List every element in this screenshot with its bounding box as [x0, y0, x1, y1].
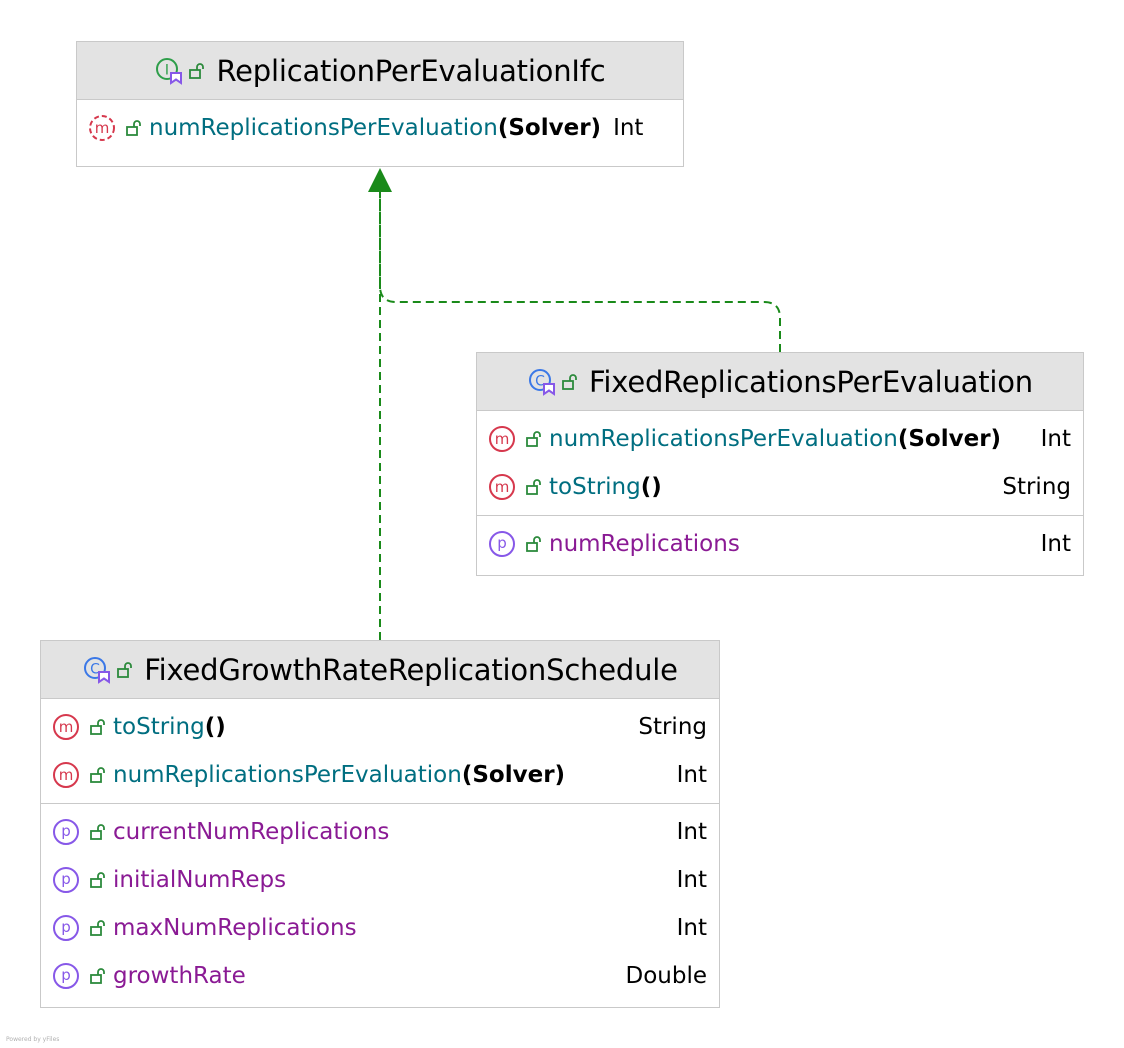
method-name: numReplicationsPerEvaluation: [149, 115, 498, 141]
methods-section: m toString () String m numReplicationsPe…: [41, 699, 719, 803]
class-title: FixedGrowthRateReplicationSchedule: [144, 652, 678, 687]
class-fixed-growth-rate-replication-schedule[interactable]: C FixedGrowthRateReplicationSchedule m t…: [40, 640, 720, 1008]
method-icon: m: [489, 426, 515, 452]
svg-text:m: m: [59, 718, 74, 736]
public-lock-icon: [526, 479, 541, 495]
member-row[interactable]: m numReplicationsPerEvaluation (Solver) …: [77, 104, 683, 152]
member-row[interactable]: p initialNumReps Int: [41, 856, 719, 904]
property-icon: p: [53, 963, 79, 989]
method-params: (Solver): [497, 115, 602, 141]
class-header: I ReplicationPerEvaluationIfc: [77, 42, 683, 100]
method-name: numReplicationsPerEvaluation: [113, 762, 462, 788]
abstract-method-icon: m: [89, 115, 115, 141]
public-lock-icon: [90, 872, 105, 888]
property-type: Int: [676, 867, 707, 893]
property-type: Int: [676, 819, 707, 845]
property-icon: p: [53, 867, 79, 893]
public-lock-icon: [526, 431, 541, 447]
method-name: numReplicationsPerEvaluation: [549, 426, 898, 452]
methods-section: m numReplicationsPerEvaluation (Solver) …: [477, 411, 1083, 515]
public-lock-icon: [126, 120, 141, 136]
public-lock-icon: [90, 719, 105, 735]
class-title: FixedReplicationsPerEvaluation: [589, 364, 1033, 399]
method-icon: m: [53, 714, 79, 740]
public-lock-icon: [117, 661, 133, 678]
member-row[interactable]: p numReplications Int: [477, 520, 1083, 568]
class-fixed-replications-per-evaluation[interactable]: C FixedReplicationsPerEvaluation m numRe…: [476, 352, 1084, 576]
return-type: String: [638, 714, 707, 740]
member-row[interactable]: p growthRate Double: [41, 952, 719, 1000]
svg-text:C: C: [90, 661, 100, 677]
methods-section: m numReplicationsPerEvaluation (Solver) …: [77, 100, 683, 156]
member-row[interactable]: p maxNumReplications Int: [41, 904, 719, 952]
class-header: C FixedReplicationsPerEvaluation: [477, 353, 1083, 411]
svg-text:I: I: [165, 62, 169, 78]
svg-text:m: m: [495, 430, 510, 448]
member-row[interactable]: p currentNumReplications Int: [41, 808, 719, 856]
svg-text:m: m: [95, 119, 110, 137]
member-row[interactable]: m numReplicationsPerEvaluation (Solver) …: [477, 415, 1083, 463]
interface-icon: I: [156, 57, 183, 85]
property-name: growthRate: [113, 963, 246, 989]
member-row[interactable]: m toString () String: [477, 463, 1083, 511]
svg-text:m: m: [495, 478, 510, 496]
method-params: (): [204, 714, 226, 740]
property-name: currentNumReplications: [113, 819, 390, 845]
svg-text:p: p: [61, 966, 71, 984]
footer-credit: Powered by yFiles: [6, 1036, 60, 1043]
public-lock-icon: [90, 968, 105, 984]
method-name: toString: [113, 714, 205, 740]
svg-text:m: m: [59, 766, 74, 784]
properties-section: p numReplications Int: [477, 515, 1083, 572]
class-icon: C: [529, 368, 556, 396]
property-type: Int: [676, 915, 707, 941]
public-lock-icon: [526, 536, 541, 552]
svg-text:p: p: [61, 918, 71, 936]
method-params: (Solver): [897, 426, 1002, 452]
class-icon: C: [84, 656, 111, 684]
return-type: String: [1002, 474, 1071, 500]
method-icon: m: [489, 474, 515, 500]
property-name: numReplications: [549, 531, 740, 557]
property-icon: p: [53, 915, 79, 941]
class-header: C FixedGrowthRateReplicationSchedule: [41, 641, 719, 699]
property-icon: p: [489, 531, 515, 557]
property-icon: p: [53, 819, 79, 845]
property-type: Int: [1040, 531, 1071, 557]
class-title: ReplicationPerEvaluationIfc: [216, 53, 606, 88]
public-lock-icon: [90, 767, 105, 783]
svg-text:C: C: [535, 373, 545, 389]
member-row[interactable]: m numReplicationsPerEvaluation (Solver) …: [41, 751, 719, 799]
public-lock-icon: [90, 920, 105, 936]
implements-link-fixed-replications: [379, 192, 781, 352]
method-params: (): [640, 474, 662, 500]
svg-text:p: p: [61, 822, 71, 840]
property-name: maxNumReplications: [113, 915, 357, 941]
svg-text:p: p: [61, 870, 71, 888]
public-lock-icon: [90, 824, 105, 840]
method-params: (Solver): [461, 762, 566, 788]
interface-replication-per-evaluation[interactable]: I ReplicationPerEvaluationIfc m numRepli…: [76, 41, 684, 167]
implements-arrowhead: [368, 168, 392, 192]
return-type: Int: [613, 115, 644, 141]
public-lock-icon: [189, 62, 205, 79]
return-type: Int: [676, 762, 707, 788]
public-lock-icon: [562, 373, 577, 390]
method-icon: m: [53, 762, 79, 788]
property-name: initialNumReps: [113, 867, 287, 893]
properties-section: p currentNumReplications Int p initialNu…: [41, 803, 719, 1004]
method-name: toString: [549, 474, 641, 500]
svg-text:p: p: [497, 534, 507, 552]
member-row[interactable]: m toString () String: [41, 703, 719, 751]
return-type: Int: [1040, 426, 1071, 452]
property-type: Double: [625, 963, 708, 989]
